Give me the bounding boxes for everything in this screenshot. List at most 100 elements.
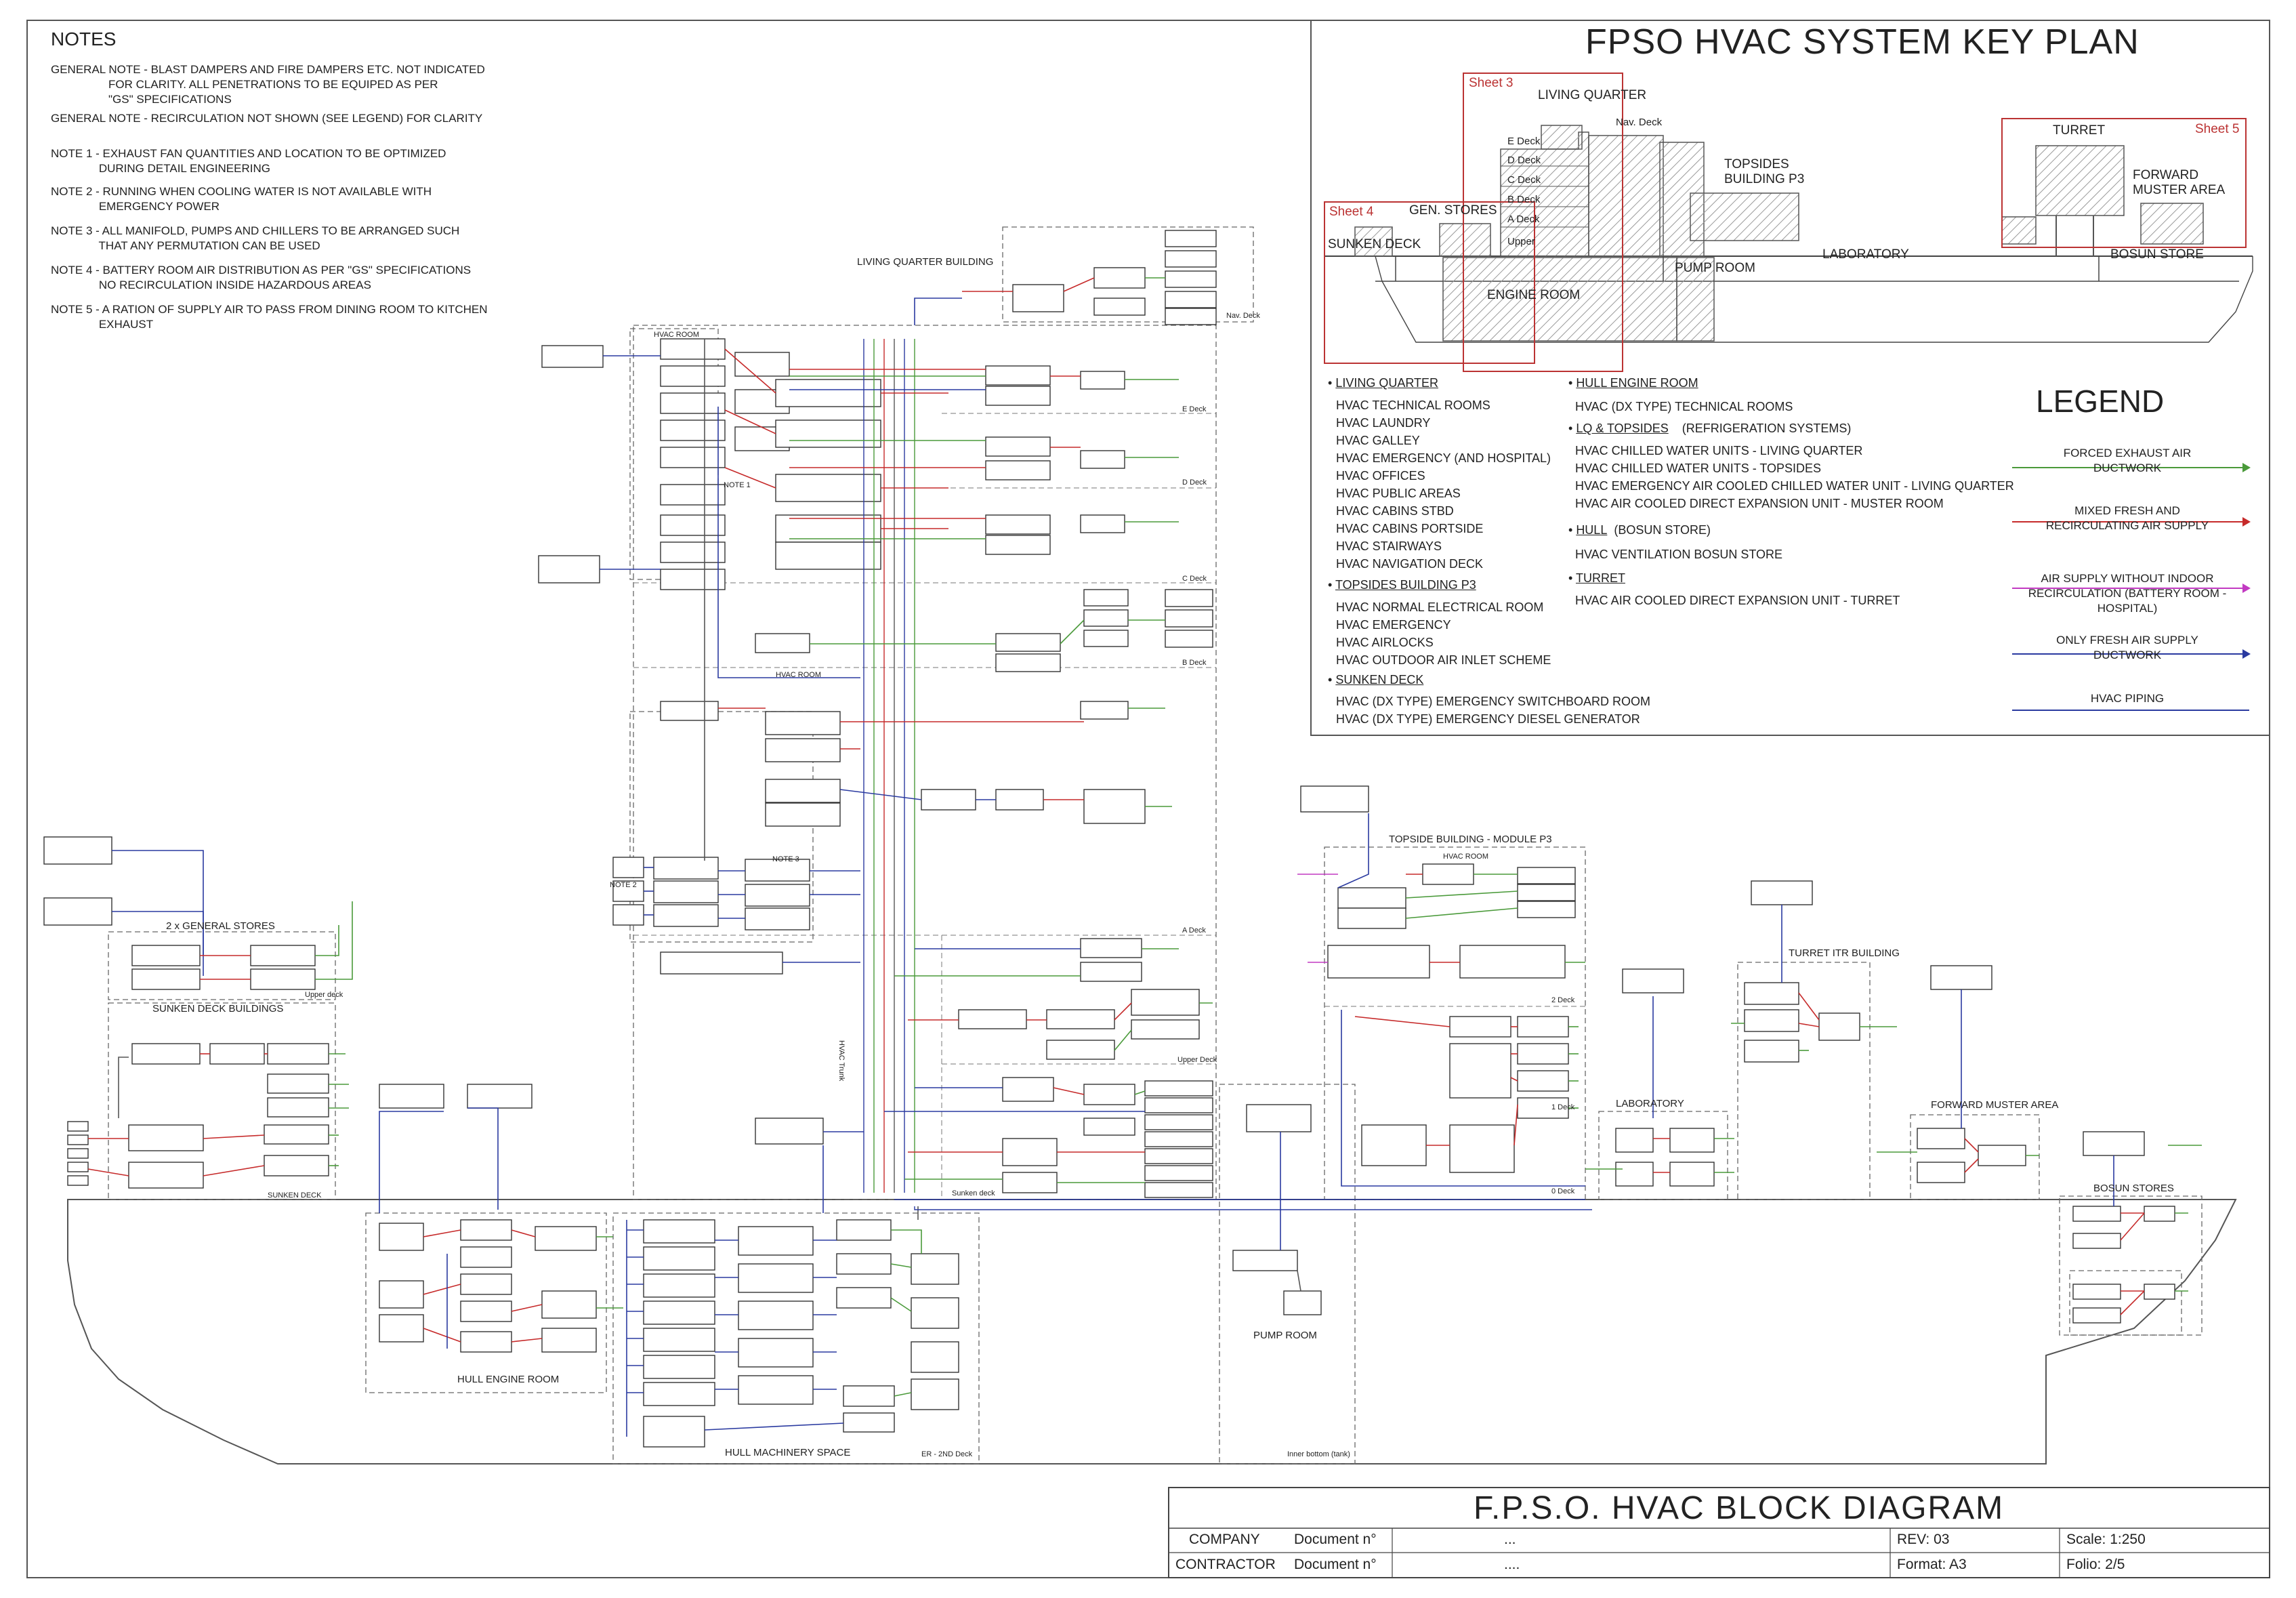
general-note-2: GENERAL NOTE - RECIRCULATION NOT SHOWN (… <box>51 112 483 125</box>
note-4: NOTE 4 - BATTERY ROOM AIR DISTRIBUTION A… <box>51 264 472 291</box>
hull-profile <box>67 1199 2237 1464</box>
equipment-unit <box>911 1253 959 1285</box>
equipment-unit <box>921 789 976 811</box>
equipment-unit <box>612 880 644 902</box>
equipment-unit <box>653 857 719 880</box>
diagram-note-1: NOTE 1 <box>724 481 751 489</box>
diagram-note-2: NOTE 2 <box>610 881 637 889</box>
duct-line <box>2120 1290 2145 1315</box>
title-block-grid <box>1168 1487 2270 1578</box>
duct-line <box>1063 277 1095 292</box>
equipment-unit <box>643 1219 715 1244</box>
equipment-unit <box>612 857 644 878</box>
equipment-unit <box>1517 1097 1569 1119</box>
sunken-deck-kp-label: SUNKEN DECK <box>1328 237 1421 251</box>
equipment-unit <box>67 1134 89 1145</box>
duct-line <box>511 1229 536 1237</box>
equipment-unit <box>1080 701 1129 720</box>
lq-topsides-list: HVAC CHILLED WATER UNITS - LIVING QUARTE… <box>1575 444 2014 510</box>
duct-line <box>1964 1158 1979 1173</box>
sheet-4-frame <box>1324 201 1535 364</box>
legend-mixed-air: MIXED FRESH AND RECIRCULATING AIR SUPPLY <box>2045 504 2209 532</box>
equipment-unit <box>250 945 316 966</box>
equipment-unit <box>660 419 726 441</box>
company-label: COMPANY <box>1189 1532 1260 1547</box>
equipment-unit <box>250 968 316 990</box>
equipment-unit <box>643 1246 715 1271</box>
equipment-unit <box>535 1226 597 1251</box>
equipment-unit <box>1818 1012 1860 1041</box>
equipment-unit <box>379 1280 424 1309</box>
duct-line <box>914 298 962 325</box>
er-2nd-deck-label: ER - 2ND Deck <box>921 1450 973 1458</box>
duct-line <box>1297 1270 1301 1292</box>
equipment-unit <box>843 1412 895 1433</box>
c-deck-diagram-label: C Deck <box>1182 575 1207 583</box>
duct-line <box>112 850 204 956</box>
document-no-1: Document n° <box>1294 1532 1377 1547</box>
duct-line <box>1798 1023 1820 1027</box>
equipment-unit <box>734 352 790 377</box>
equipment-unit <box>1669 1162 1715 1187</box>
legend-hvac-piping: HVAC PIPING <box>2090 692 2165 705</box>
duct-line <box>1405 907 1518 919</box>
equipment-unit <box>643 1355 715 1379</box>
equipment-unit <box>738 1300 814 1330</box>
duct-line <box>1053 1087 1085 1095</box>
equipment-unit <box>2072 1284 2121 1300</box>
equipment-unit <box>43 836 112 865</box>
legend-title: LEGEND <box>2036 384 2165 419</box>
equipment-unit <box>1449 1016 1511 1038</box>
equipment-unit <box>995 789 1044 811</box>
upper-deck-diagram-label: Upper Deck <box>1177 1056 1217 1064</box>
equipment-unit <box>1283 1290 1322 1315</box>
hull-list: HVAC VENTILATION BOSUN STORE <box>1575 548 1783 561</box>
equipment-unit <box>460 1331 512 1353</box>
equipment-unit <box>267 1073 329 1094</box>
revision: REV: 03 <box>1897 1532 1950 1547</box>
equipment-unit <box>2144 1206 2175 1222</box>
equipment-unit <box>643 1300 715 1325</box>
duct-line <box>467 1107 499 1210</box>
e-deck-label: E Deck <box>1507 136 1541 147</box>
duct-line <box>891 1229 922 1254</box>
contractor-label: CONTRACTOR <box>1175 1557 1276 1572</box>
duct-line <box>1964 1138 1979 1153</box>
pump-room-label: PUMP ROOM <box>1253 1330 1317 1341</box>
topsides-building-label: TOPSIDES BUILDING P3 <box>1724 157 1805 186</box>
equipment-unit <box>538 555 600 583</box>
equipment-unit <box>1046 1009 1115 1029</box>
equipment-unit <box>1165 630 1213 648</box>
equipment-unit <box>836 1287 892 1309</box>
document-value-2: .... <box>1504 1557 1520 1572</box>
living-quarter-head: • LIVING QUARTER <box>1328 376 1439 390</box>
hull-engine-list: HVAC (DX TYPE) TECHNICAL ROOMS <box>1575 400 1793 413</box>
equipment-unit <box>2072 1233 2121 1249</box>
note-5: NOTE 5 - A RATION OF SUPPLY AIR TO PASS … <box>51 303 488 331</box>
equipment-unit <box>1144 1165 1213 1181</box>
equipment-unit <box>643 1328 715 1352</box>
duct-line <box>87 1168 129 1176</box>
nav-deck-label: Nav. Deck <box>1616 117 1663 128</box>
equipment-unit <box>765 779 841 803</box>
legend-fresh-air-only: ONLY FRESH AIR SUPPLY DUCTWORK <box>2056 634 2198 661</box>
hvac-trunk-label: HVAC Trunk <box>837 1040 846 1082</box>
equipment-unit <box>1517 867 1576 884</box>
duct-line <box>423 1328 461 1343</box>
equipment-unit <box>1622 968 1684 993</box>
equipment-unit <box>1165 609 1213 628</box>
equipment-unit <box>460 1300 512 1322</box>
duct-line <box>203 1134 265 1139</box>
equipment-unit <box>755 633 810 653</box>
equipment-unit <box>264 1124 329 1145</box>
duct-line <box>1341 1010 1585 1187</box>
document-value-1: ... <box>1504 1532 1516 1547</box>
lq-topsides-head: • LQ & TOPSIDES (REFRIGERATION SYSTEMS) <box>1568 422 1852 435</box>
equipment-unit <box>911 1378 959 1410</box>
duct-line <box>704 1422 844 1431</box>
bosun-stores-label: BOSUN STORES <box>2093 1183 2174 1194</box>
duct-line <box>890 1263 912 1268</box>
equipment-unit <box>660 484 726 506</box>
sheet-5-label: Sheet 5 <box>2195 122 2240 136</box>
